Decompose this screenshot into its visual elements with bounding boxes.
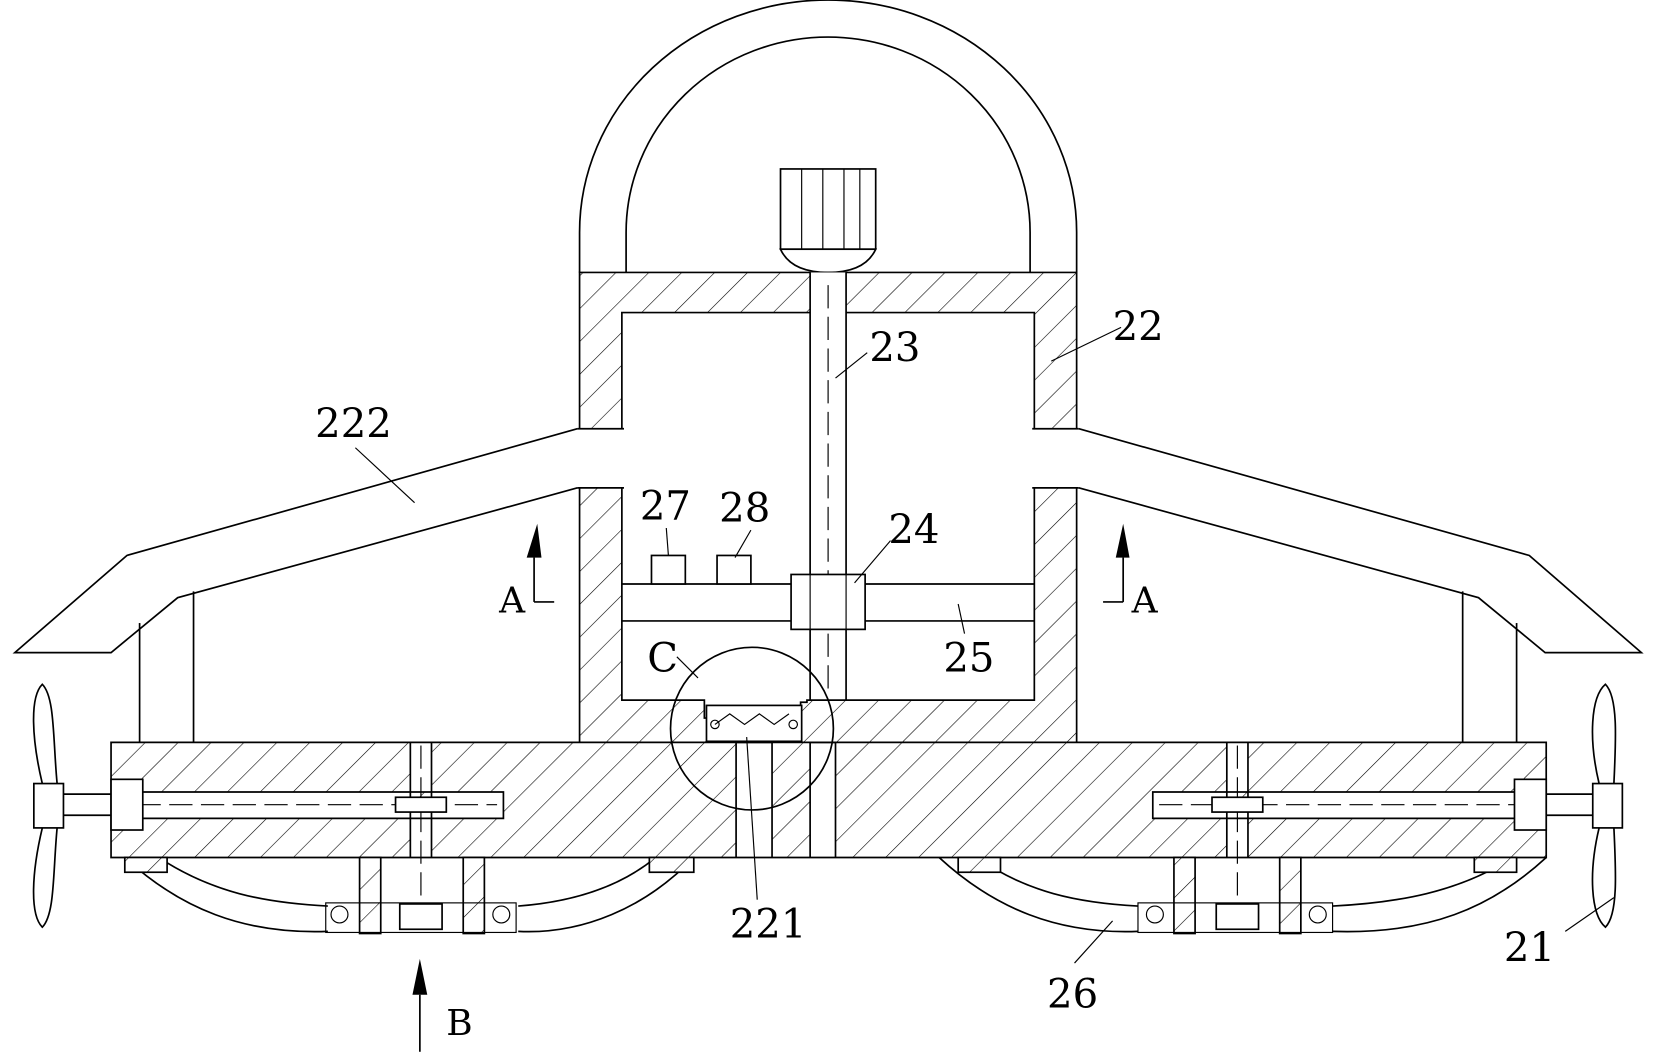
component-27 [650, 554, 687, 585]
base-plate [110, 741, 1548, 930]
housing-22 [577, 271, 1079, 744]
component-28 [716, 554, 752, 585]
side-duct-left [12, 427, 578, 654]
label-24: 24 [888, 507, 939, 553]
propeller-right [1513, 683, 1624, 929]
label-26: 26 [1047, 971, 1098, 1017]
label-27: 27 [640, 484, 691, 530]
nozzle-221 [669, 646, 835, 811]
label-a-left: A [498, 581, 526, 622]
section-arrow-a-right [1103, 523, 1130, 603]
label-c: C [647, 636, 678, 682]
plate-25 [621, 573, 1035, 631]
arc-assembly-left [123, 856, 695, 935]
drawing-group: 222 22 23 27 28 24 25 C 221 21 26 A A B [12, 0, 1644, 1052]
label-22: 22 [1113, 304, 1164, 350]
label-221: 221 [730, 902, 807, 948]
propeller-left [32, 683, 144, 929]
view-arrow-b [412, 958, 428, 1052]
label-28: 28 [719, 486, 770, 532]
label-b: B [446, 1003, 472, 1044]
label-21: 21 [1504, 925, 1555, 971]
side-duct-right [1078, 427, 1644, 654]
shaft-23 [809, 272, 847, 701]
supports [138, 591, 1518, 743]
label-a-right: A [1131, 581, 1159, 622]
labels: 222 22 23 27 28 24 25 C 221 21 26 A A B [315, 304, 1555, 1044]
section-arrow-a-left [526, 523, 555, 603]
arc-assembly-right [938, 856, 1547, 935]
label-25: 25 [943, 636, 994, 682]
leader-lines [354, 326, 1615, 964]
handle-arch [578, 0, 1078, 273]
label-222: 222 [315, 401, 392, 447]
label-23: 23 [869, 325, 920, 371]
motor [779, 168, 878, 274]
